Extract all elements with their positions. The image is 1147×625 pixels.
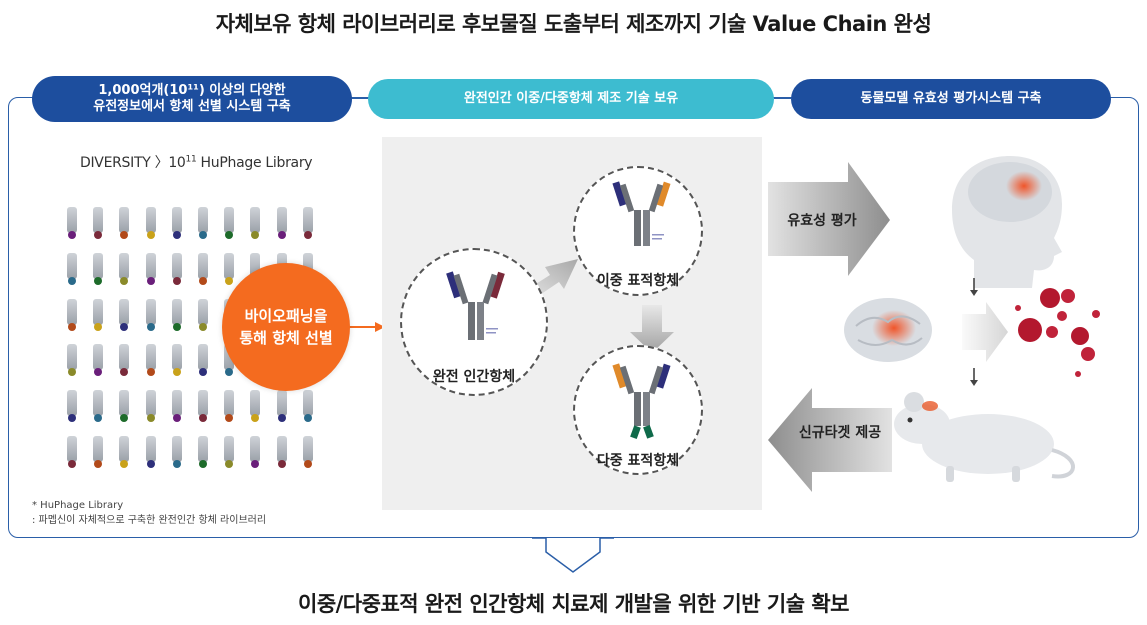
phage-icon	[217, 205, 243, 251]
conclusion-title: 이중/다중표적 완전 인간항체 치료제 개발을 위한 기반 기술 확보	[298, 592, 849, 616]
phage-icon	[112, 251, 138, 297]
footnote-line: * HuPhage Library	[32, 500, 124, 511]
phage-icon	[60, 251, 86, 297]
diversity-label: DIVERSITY 〉1011 HuPhage Library	[80, 152, 313, 172]
new-target-label: 신규타겟 제공	[798, 425, 882, 441]
multispecific-antibody-label: 다중 표적항체	[596, 453, 680, 469]
bispecific-antibody-label: 이중 표적항체	[596, 273, 680, 289]
biopanning-line: 바이오패닝을	[244, 306, 328, 325]
phage-icon	[270, 388, 296, 434]
new-target-arrow	[768, 388, 892, 492]
tumor-cells-icon	[1015, 288, 1100, 377]
phage-icon	[139, 434, 165, 480]
tumor-arrow	[962, 302, 1008, 362]
phage-icon	[191, 297, 217, 343]
mouse-icon	[894, 392, 1075, 482]
phage-icon	[296, 434, 322, 480]
phage-icon	[86, 205, 112, 251]
phage-icon	[112, 388, 138, 434]
section-pill-library: 1,000억개(10¹¹) 이상의 다양한 유전정보에서 항체 선별 시스템 구…	[32, 76, 352, 122]
phage-icon	[165, 434, 191, 480]
phage-icon	[296, 388, 322, 434]
phage-icon	[191, 342, 217, 388]
animal-model-illustration	[768, 156, 1100, 492]
phage-icon	[139, 297, 165, 343]
full-antibody-icon	[446, 271, 505, 340]
pill-connector	[774, 97, 791, 99]
phage-icon	[139, 205, 165, 251]
pill-connector	[352, 97, 368, 99]
phage-icon	[60, 434, 86, 480]
phage-icon	[86, 251, 112, 297]
phage-icon	[191, 434, 217, 480]
phage-icon	[60, 205, 86, 251]
phage-icon	[270, 434, 296, 480]
phage-icon	[86, 342, 112, 388]
arrow-to-multispecific	[630, 305, 674, 353]
biopanning-circle: 바이오패닝을 통해 항체 선별	[222, 263, 350, 391]
phage-icon	[243, 434, 269, 480]
phage-icon	[165, 342, 191, 388]
efficacy-arrow	[768, 162, 890, 276]
phage-icon	[60, 388, 86, 434]
section-pill-animal-model: 동물모델 유효성 평가시스템 구축	[791, 79, 1111, 119]
bispecific-antibody-icon	[612, 181, 671, 246]
phage-icon	[60, 342, 86, 388]
phage-icon	[139, 251, 165, 297]
phage-icon	[217, 434, 243, 480]
phage-icon	[191, 388, 217, 434]
phage-icon	[112, 205, 138, 251]
phage-icon	[165, 297, 191, 343]
phage-icon	[112, 434, 138, 480]
diversity-exponent: 11	[185, 154, 197, 165]
phage-icon	[139, 388, 165, 434]
phage-icon	[191, 205, 217, 251]
diversity-suffix: HuPhage Library	[196, 155, 313, 171]
phage-icon	[243, 205, 269, 251]
biopanning-line: 통해 항체 선별	[239, 329, 333, 347]
footnote: * HuPhage Library : 파멥신이 자체적으로 구축한 완전인간 …	[32, 498, 266, 528]
phage-icon	[86, 297, 112, 343]
phage-icon	[296, 205, 322, 251]
efficacy-label: 유효성 평가	[787, 213, 857, 229]
pill-line: 유전정보에서 항체 선별 시스템 구축	[93, 99, 291, 114]
down-chevron-icon	[532, 537, 614, 573]
phage-icon	[112, 342, 138, 388]
phage-icon	[165, 251, 191, 297]
page-title: 자체보유 항체 라이브러리로 후보물질 도출부터 제조까지 기술 Value C…	[215, 12, 932, 36]
phage-icon	[217, 251, 243, 297]
phage-icon	[86, 434, 112, 480]
multispecific-antibody-icon	[612, 363, 671, 440]
diversity-prefix: DIVERSITY 〉10	[80, 155, 186, 171]
pill-line: 1,000억개(10¹¹) 이상의 다양한	[98, 82, 286, 98]
phage-icon	[191, 251, 217, 297]
phage-icon	[165, 205, 191, 251]
phage-icon	[112, 297, 138, 343]
full-antibody-label: 완전 인간항체	[432, 369, 516, 385]
phage-icon	[60, 297, 86, 343]
phage-icon	[165, 388, 191, 434]
selection-arrow	[347, 322, 385, 332]
section-pill-manufacturing: 완전인간 이중/다중항체 제조 기술 보유	[368, 79, 774, 119]
footnote-line: : 파멥신이 자체적으로 구축한 완전인간 항체 라이브러리	[32, 515, 267, 526]
phage-icon	[243, 388, 269, 434]
phage-icon	[139, 342, 165, 388]
phage-icon	[86, 388, 112, 434]
phage-icon	[270, 205, 296, 251]
phage-icon	[217, 388, 243, 434]
